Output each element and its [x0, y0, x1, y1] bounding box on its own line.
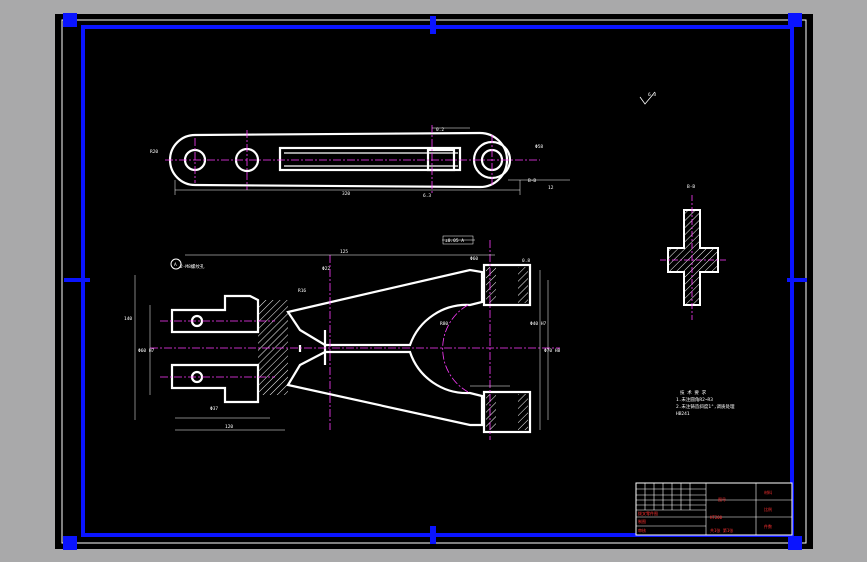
- top-dim-tol: 0.2: [436, 127, 444, 133]
- square-tick-marker-icon: [430, 16, 436, 34]
- top-dim-left: R20: [150, 149, 158, 155]
- tech-line-2: 2.未注铸造斜度1°,调质处理: [676, 403, 735, 410]
- square-tick-marker-icon: [64, 278, 90, 282]
- roughness-note: 6.3: [648, 92, 656, 98]
- tb-cell-3: 件数: [764, 523, 772, 529]
- square-tick-marker-icon: [788, 536, 802, 550]
- front-note-mark: 2-M8螺纹孔: [180, 263, 205, 270]
- square-tick-marker-icon: [63, 13, 77, 27]
- square-tick-marker-icon: [787, 278, 807, 282]
- tech-line-3: HB241: [676, 411, 690, 417]
- front-dim-right-2: Φ70 H8: [544, 348, 561, 354]
- tech-heading: 技 术 要 求: [680, 389, 707, 396]
- square-tick-marker-icon: [788, 13, 802, 27]
- top-dim-overall: 320: [342, 191, 350, 197]
- top-dim-right: Φ58: [535, 144, 543, 150]
- square-tick-marker-icon: [430, 526, 436, 544]
- front-dim-bottom-1: 120: [225, 424, 233, 430]
- surface-roughness-icon: [639, 91, 656, 105]
- corner-markers: [63, 13, 807, 550]
- tb-cell-9: 共1张 第1张: [710, 527, 733, 533]
- tb-cell-2: 比例: [764, 506, 772, 512]
- front-dim-small: 0.8: [522, 258, 530, 264]
- datum-letter: A: [174, 262, 177, 268]
- front-dim-r1: R16: [298, 288, 306, 294]
- front-dim-left-2: Φ60 H7: [138, 348, 155, 354]
- front-dim-h2: Φ60: [470, 256, 478, 262]
- tech-line-1: 1.未注圆角R2~R3: [676, 396, 713, 403]
- top-dim-section: B-B: [528, 178, 536, 184]
- top-dim-bottom: 6.3: [423, 193, 431, 199]
- front-dim-right-1: Φ40 H7: [530, 321, 547, 327]
- tb-cell-6: HT200: [710, 515, 723, 520]
- front-dim-h1: Φ22: [322, 266, 330, 272]
- tb-cell-1: 材料: [764, 489, 772, 495]
- tech-requirements: 技 术 要 求 1.未注圆角R2~R3 2.未注铸造斜度1°,调质处理 HB24…: [676, 389, 735, 417]
- section-label: B-B: [687, 184, 695, 190]
- section-view: B-B: [660, 184, 728, 320]
- top-view: 320 R20 Φ58 B-B 12 6.3 0.2: [150, 125, 570, 199]
- front-dim-left-1: 140: [124, 316, 132, 322]
- front-dim-top: 125: [340, 249, 348, 255]
- front-dim-bottom-2: Φ37: [210, 406, 218, 412]
- top-dim-h: 12: [548, 185, 554, 191]
- tb-cell-5: 拨叉零件图: [638, 510, 658, 516]
- front-frame-note: ⊥0.05 A: [445, 238, 464, 244]
- tb-cell-7: 制图: [638, 518, 646, 524]
- front-view: A 125 ⊥0.05 A Φ22 Φ60 140 Φ60 H7 Φ40 H7 …: [124, 235, 561, 440]
- tb-cell-8: 审核: [638, 527, 646, 533]
- circle-datum-icon: [170, 258, 182, 270]
- tb-cell-4: 图号: [718, 496, 726, 502]
- title-block: 材料 比例 件数 图号 拨叉零件图 HT200 制图 审核 共1张 第1张: [635, 482, 793, 536]
- square-tick-marker-icon: [63, 536, 77, 550]
- front-dim-r2: R80: [440, 321, 448, 327]
